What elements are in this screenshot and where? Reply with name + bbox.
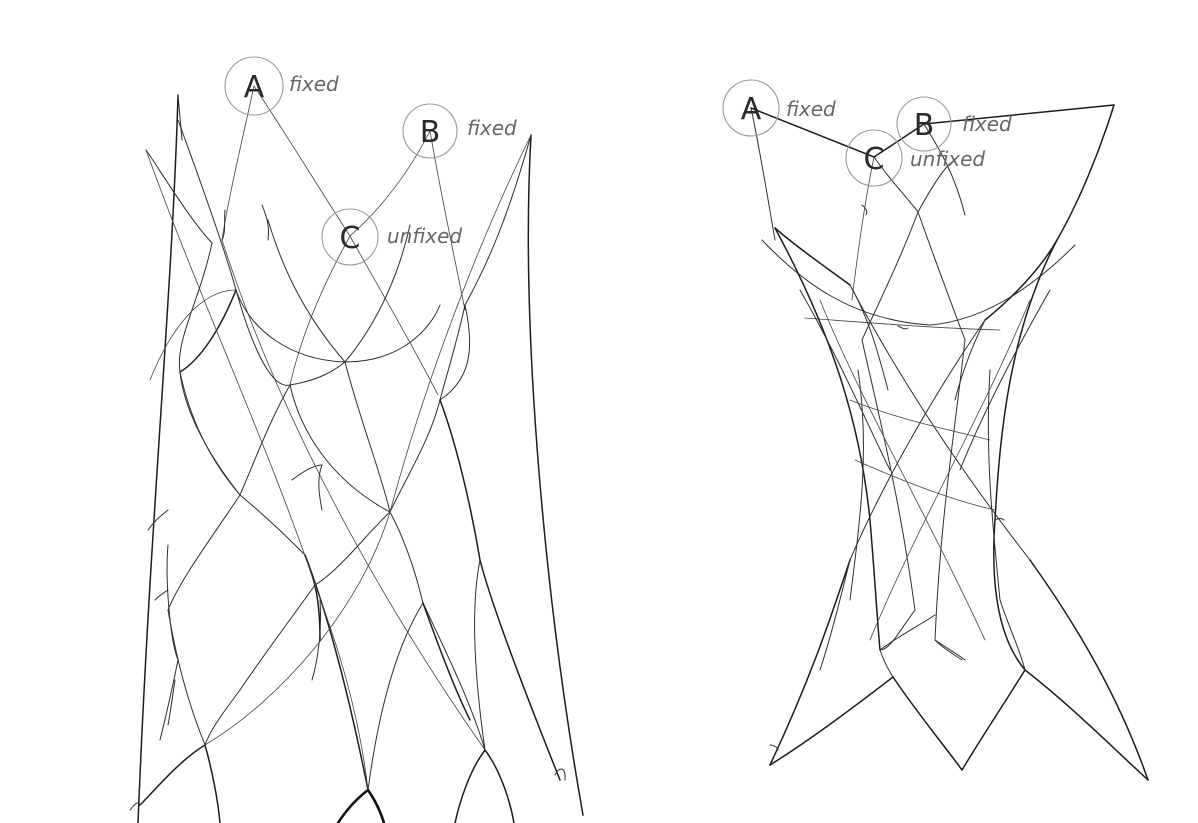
right-mesh-collar	[761, 227, 1076, 401]
left-node-c-note: unfixed	[387, 224, 462, 248]
left-node-a: A fixed	[224, 56, 339, 116]
right-node-a-ring	[722, 79, 780, 137]
left-node-b-letter: B	[420, 115, 441, 150]
right-node-c-note: unfixed	[910, 147, 985, 171]
left-mesh-fibre-ends	[129, 204, 566, 811]
right-node-a: A fixed	[722, 79, 836, 137]
left-mesh-frame	[137, 94, 584, 823]
right-node-c-letter: C	[864, 142, 885, 177]
right-node-b-note: fixed	[962, 112, 1012, 136]
right-mesh-top-frame	[750, 104, 1115, 341]
right-mesh-panel: A fixed B fixed C unfixed	[722, 79, 1149, 781]
right-node-b-letter: B	[914, 108, 935, 143]
right-node-c: C unfixed	[845, 129, 985, 187]
right-node-c-ring	[845, 129, 903, 187]
left-mesh-top-strands	[221, 85, 532, 396]
left-node-a-letter: A	[244, 70, 265, 105]
left-mesh-lattice	[139, 119, 561, 823]
left-node-c: C unfixed	[321, 208, 462, 266]
right-node-b: B fixed	[896, 96, 1012, 152]
right-node-b-ring	[896, 96, 952, 152]
left-node-b-note: fixed	[467, 116, 517, 140]
left-node-a-ring	[224, 56, 284, 116]
right-node-a-letter: A	[741, 92, 762, 127]
left-node-c-ring	[321, 208, 379, 266]
right-mesh-fibre-ends	[769, 204, 1005, 751]
left-node-b: B fixed	[402, 103, 517, 159]
left-node-b-ring	[402, 103, 458, 159]
left-mesh-panel: A fixed B fixed C unfixed	[129, 56, 584, 823]
right-mesh-waist	[774, 227, 1058, 671]
left-node-a-note: fixed	[289, 72, 339, 96]
right-mesh-base	[769, 559, 1149, 781]
left-node-c-letter: C	[340, 221, 361, 256]
right-node-a-note: fixed	[786, 97, 836, 121]
